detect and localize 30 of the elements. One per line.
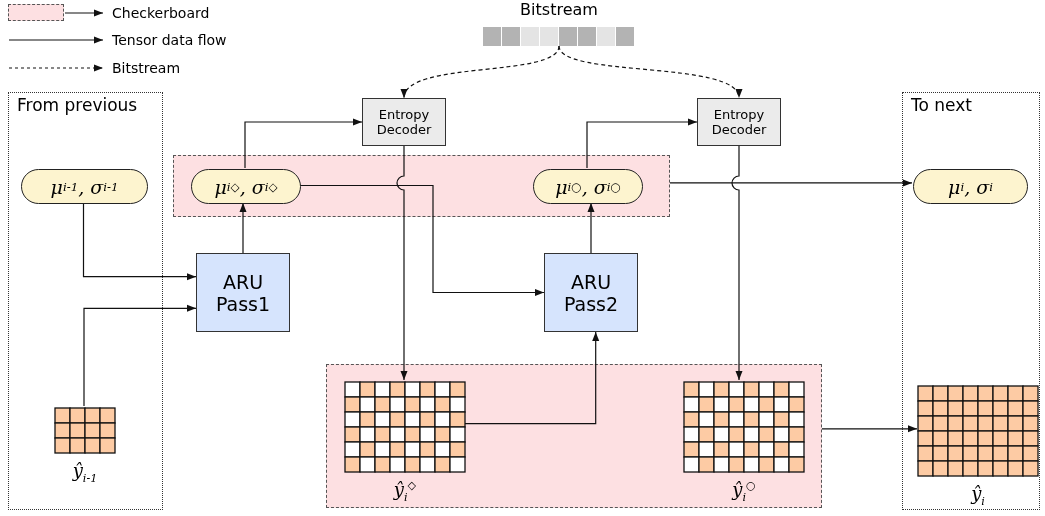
arrow — [239, 202, 247, 254]
arrow — [587, 202, 595, 254]
process-box: Entropy Decoder — [362, 98, 446, 146]
arrow — [244, 118, 363, 169]
arrow — [821, 425, 918, 433]
arrow — [396, 145, 408, 381]
arrow — [463, 331, 600, 425]
checkerboard-region — [326, 364, 822, 508]
arrow — [558, 45, 740, 99]
group-title: To next — [911, 95, 972, 115]
process-box: ARU Pass2 — [544, 253, 638, 332]
legend-label: Checkerboard — [112, 4, 210, 21]
math-label: ŷ$_{i-1}$ — [71, 460, 99, 485]
process-box: Entropy Decoder — [697, 98, 781, 146]
math-label: ŷ$_{i}$ — [969, 483, 986, 508]
arrow — [83, 304, 197, 407]
arrow — [586, 118, 698, 169]
arrow — [403, 45, 560, 99]
dotted-group-box — [902, 92, 1040, 510]
arrow — [82, 202, 197, 281]
arrow — [299, 184, 545, 296]
group-title: From previous — [17, 95, 138, 115]
checkerboard-region — [173, 155, 670, 217]
legend-label: Bitstream — [112, 60, 181, 76]
arrow — [731, 145, 743, 381]
dotted-group-box — [8, 92, 163, 510]
process-box: ARU Pass1 — [196, 253, 290, 332]
bitstream-title: Bitstream — [519, 0, 599, 19]
legend-label: Tensor data flow — [112, 32, 227, 48]
arrow — [669, 179, 913, 187]
